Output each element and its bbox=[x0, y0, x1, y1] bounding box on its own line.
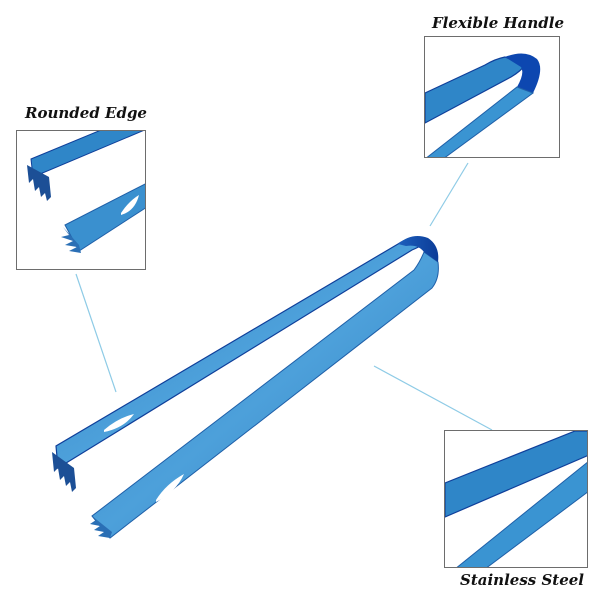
upper-slot bbox=[104, 414, 134, 432]
tips-closeup bbox=[27, 131, 145, 253]
flexible-handle-inset bbox=[424, 36, 560, 158]
rounded-edge-inset bbox=[16, 130, 146, 270]
steel-closeup bbox=[445, 431, 587, 567]
lower-teeth bbox=[90, 516, 112, 538]
flexible-handle-pointer bbox=[429, 162, 469, 227]
bend-closeup bbox=[425, 53, 541, 157]
stainless-steel-inset bbox=[444, 430, 588, 568]
rounded-edge-pointer bbox=[75, 273, 117, 393]
stainless-steel-label: Stainless Steel bbox=[460, 571, 584, 589]
rounded-edge-label: Rounded Edge bbox=[25, 104, 147, 122]
stainless-steel-pointer bbox=[373, 365, 493, 431]
upper-teeth bbox=[52, 452, 76, 492]
handle-bend bbox=[398, 236, 439, 262]
flexible-handle-label: Flexible Handle bbox=[432, 14, 565, 32]
lower-slot bbox=[156, 474, 184, 502]
